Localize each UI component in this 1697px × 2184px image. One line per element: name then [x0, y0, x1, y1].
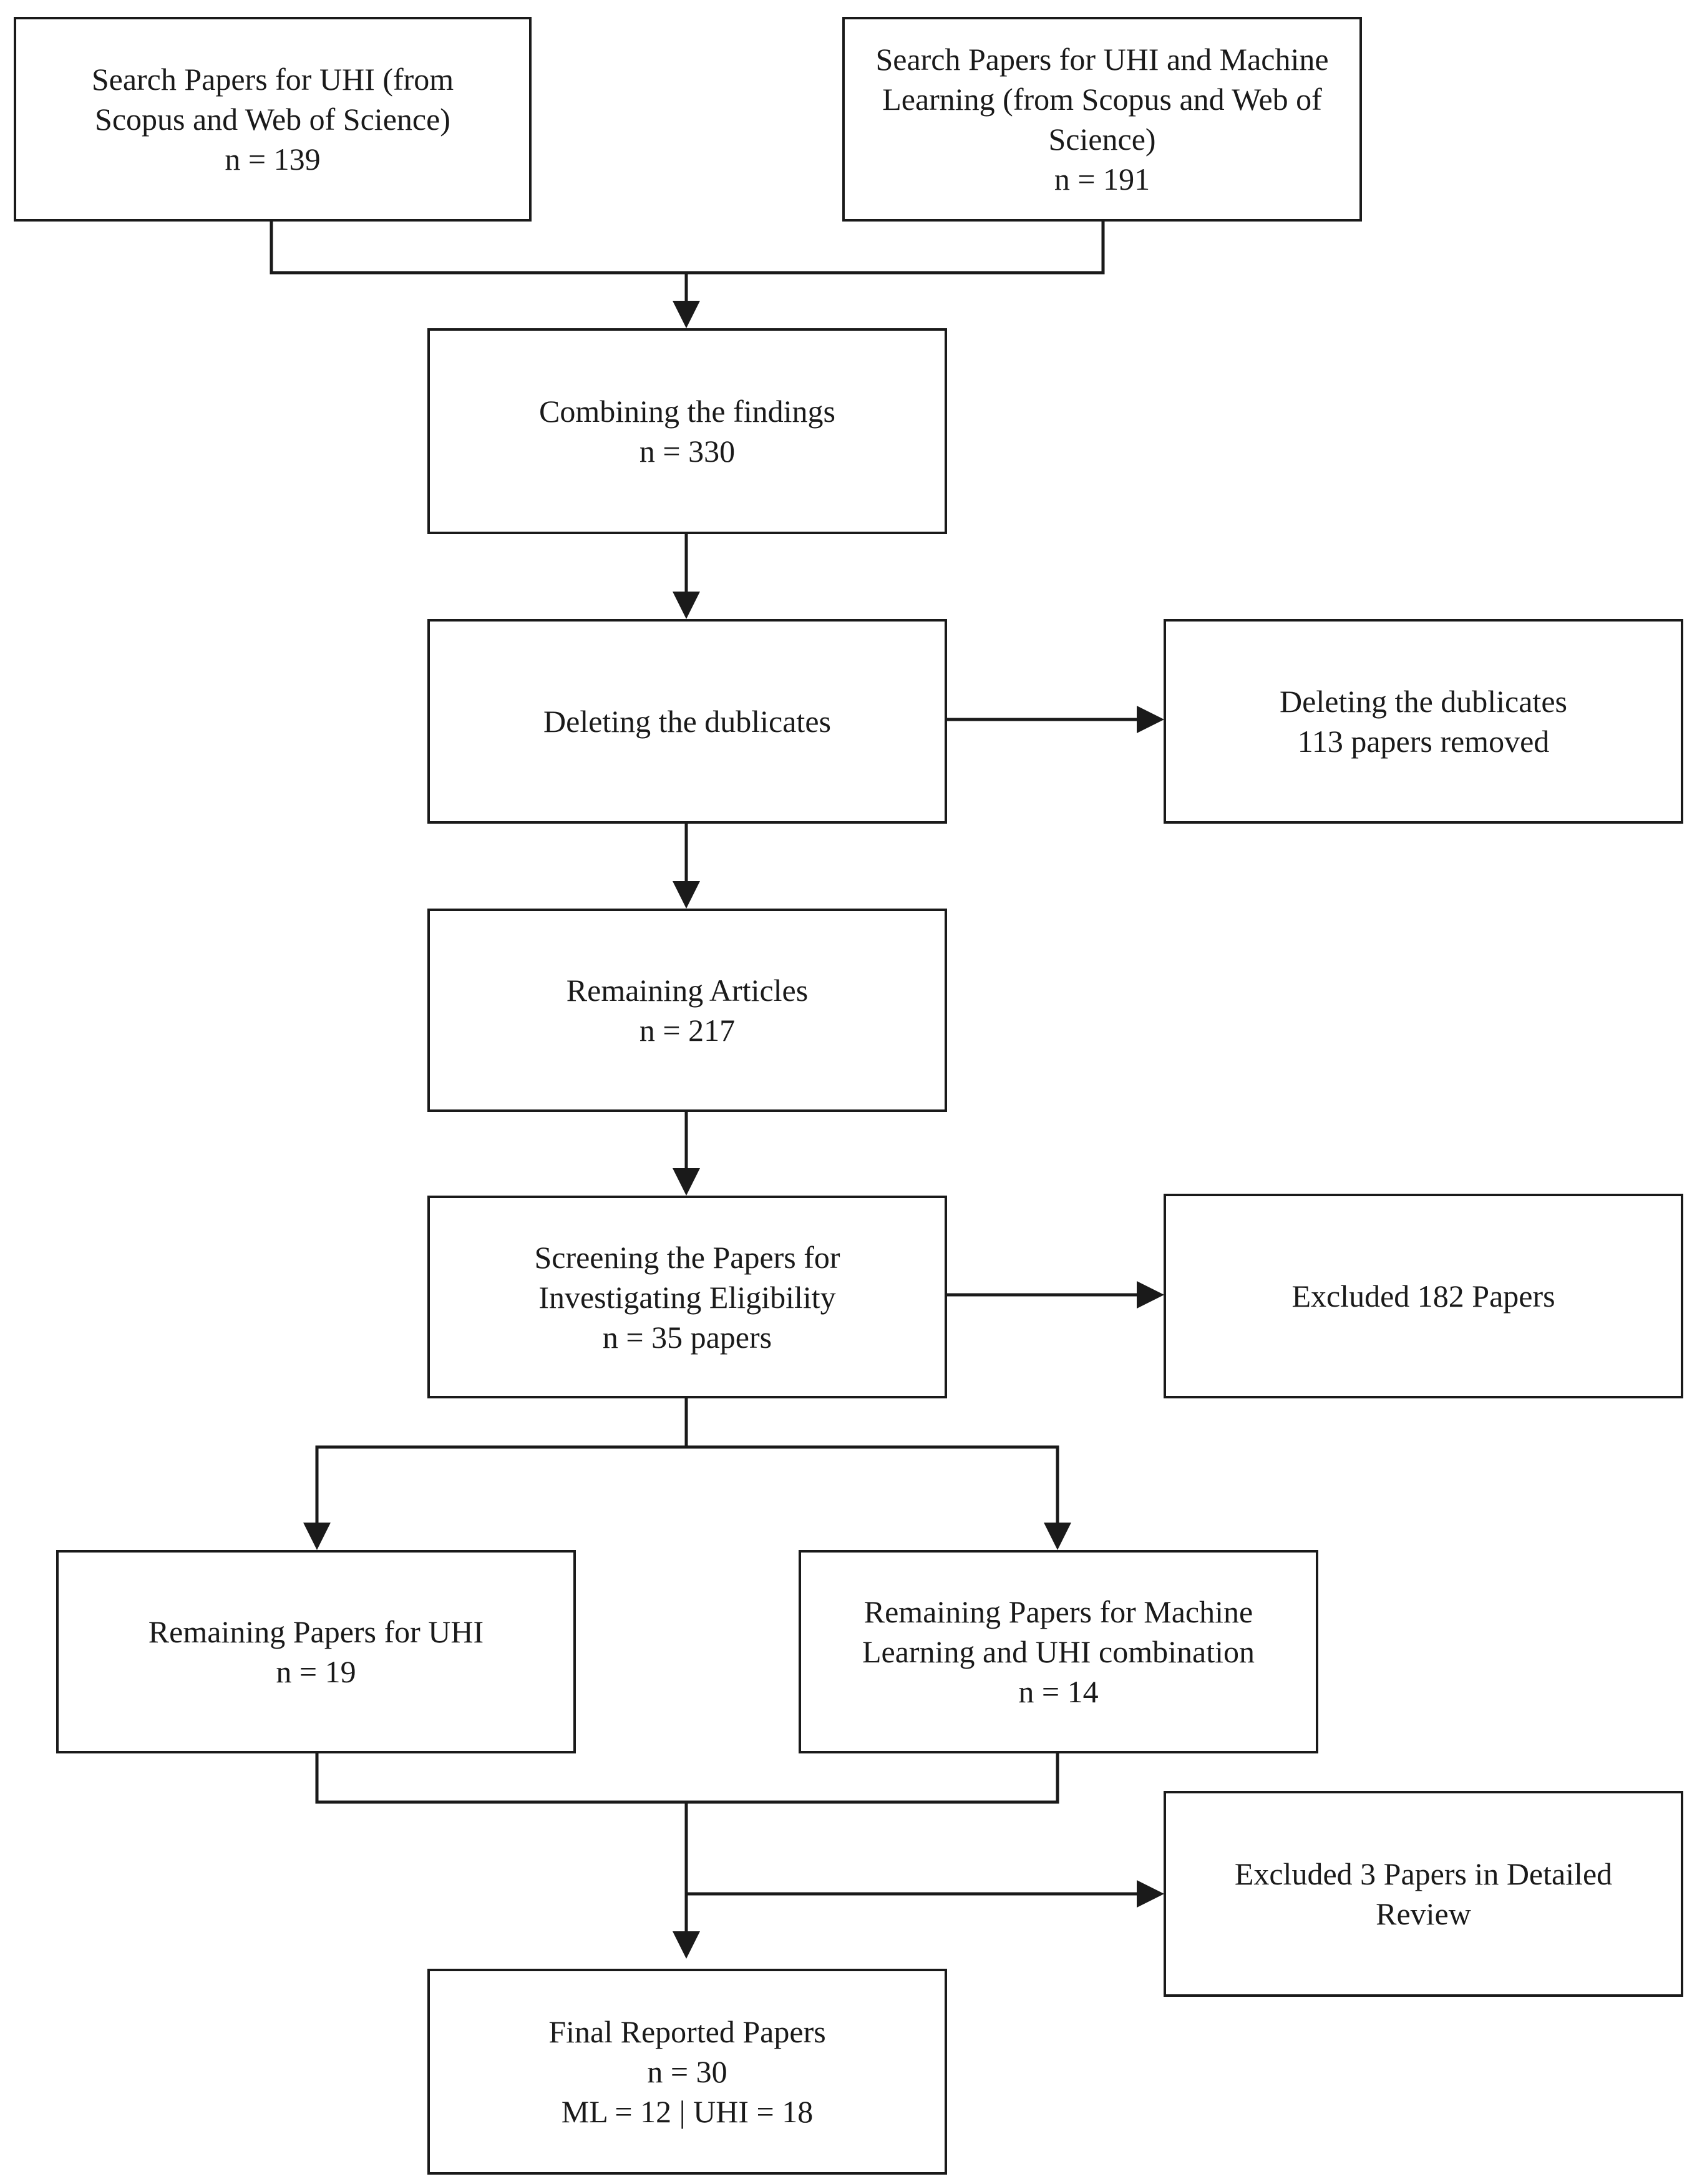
combining-title: Combining the findings: [539, 394, 835, 429]
remaining-ml-title: Remaining Papers for Machine Learning an…: [862, 1594, 1255, 1669]
remaining-articles-title: Remaining Articles: [566, 973, 809, 1008]
screening-title: Screening the Papers for Investigating E…: [534, 1239, 840, 1315]
combining-count: n = 330: [639, 434, 736, 469]
remaining-uhi-box: Remaining Papers for UHI n = 19: [56, 1550, 576, 1753]
connector-screening-split: [315, 1397, 1059, 1523]
deleting-duplicates-box: Deleting the dublicates: [427, 619, 947, 824]
search-uhi-title: Search Papers for UHI (from Scopus and W…: [91, 62, 454, 137]
remaining-uhi-count: n = 19: [276, 1654, 356, 1689]
remaining-uhi-title: Remaining Papers for UHI: [148, 1614, 484, 1649]
search-uhi-ml-box: Search Papers for UHI and Machine Learni…: [842, 17, 1362, 222]
final-reported-title: Final Reported Papers: [548, 2014, 826, 2049]
search-uhi-box: Search Papers for UHI (from Scopus and W…: [14, 17, 532, 222]
arrowhead-remaining-ml: [1044, 1523, 1071, 1550]
deleted-duplicates-count: 113 papers removed: [1297, 724, 1550, 759]
final-reported-box: Final Reported Papers n = 30 ML = 12 | U…: [427, 1969, 947, 2175]
search-uhi-ml-title: Search Papers for UHI and Machine Learni…: [875, 42, 1329, 157]
search-uhi-count: n = 139: [225, 142, 321, 177]
screening-count: n = 35 papers: [602, 1319, 772, 1355]
screening-box: Screening the Papers for Investigating E…: [427, 1196, 947, 1398]
connector-search-merge: [270, 220, 1105, 275]
deleted-duplicates-title: Deleting the dublicates: [1280, 684, 1567, 719]
excluded-3-box: Excluded 3 Papers in Detailed Review: [1164, 1791, 1683, 1997]
arrowhead-excluded-3: [1137, 1880, 1164, 1908]
remaining-ml-count: n = 14: [1018, 1674, 1099, 1709]
final-reported-count: n = 30: [647, 2054, 727, 2089]
excluded-182-title: Excluded 182 Papers: [1291, 1279, 1555, 1314]
remaining-articles-box: Remaining Articles n = 217: [427, 909, 947, 1112]
excluded-182-box: Excluded 182 Papers: [1164, 1194, 1683, 1398]
arrowhead-final: [673, 1931, 700, 1959]
combining-box: Combining the findings n = 330: [427, 328, 947, 534]
arrowhead-remaining-uhi: [303, 1523, 331, 1550]
arrowhead-deleted: [1137, 706, 1164, 733]
arrowhead-remaining-articles: [673, 881, 700, 909]
connector-remaining-merge: [315, 1752, 1059, 1804]
search-uhi-ml-count: n = 191: [1054, 162, 1150, 197]
arrowhead-deleting: [673, 592, 700, 619]
arrowhead-combining: [673, 301, 700, 328]
arrowhead-screening: [673, 1168, 700, 1196]
arrowhead-excluded-182: [1137, 1281, 1164, 1309]
final-reported-breakdown: ML = 12 | UHI = 18: [561, 2094, 814, 2129]
remaining-articles-count: n = 217: [639, 1013, 736, 1048]
remaining-ml-box: Remaining Papers for Machine Learning an…: [799, 1550, 1318, 1753]
deleting-duplicates-title: Deleting the dublicates: [543, 704, 831, 739]
deleted-duplicates-box: Deleting the dublicates 113 papers remov…: [1164, 619, 1683, 824]
excluded-3-title: Excluded 3 Papers in Detailed Review: [1234, 1856, 1613, 1931]
